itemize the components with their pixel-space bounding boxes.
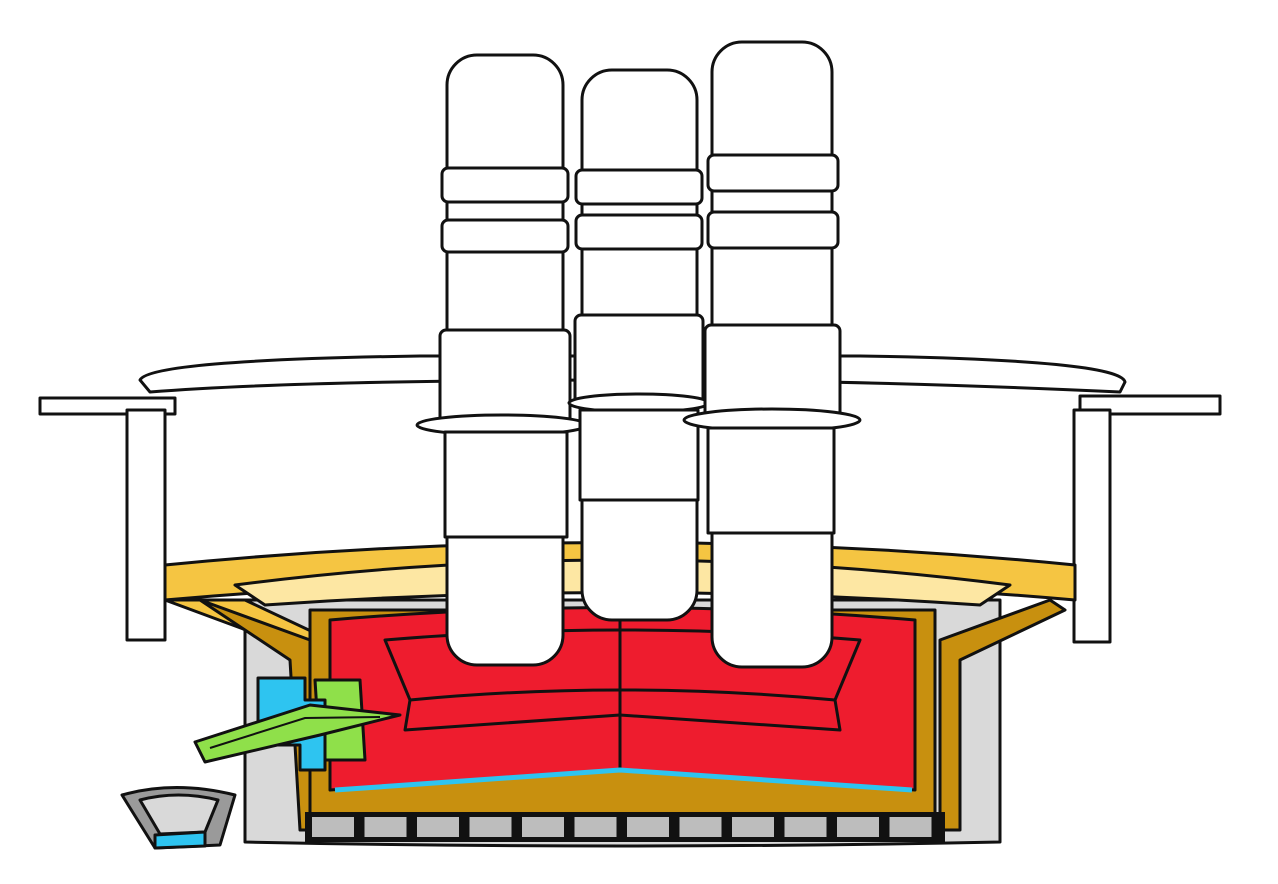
- hearth-brick: [574, 817, 617, 837]
- hearth-brick: [312, 817, 354, 837]
- hearth-brick: [627, 817, 669, 837]
- hearth-brick: [732, 817, 774, 837]
- electrode-left: [415, 53, 589, 667]
- right-support-arm: [1072, 394, 1222, 644]
- hearth-bricks: [305, 812, 945, 842]
- hearth-brick: [469, 817, 512, 837]
- hearth-brick: [837, 817, 879, 837]
- hearth-brick: [889, 817, 932, 837]
- ladle: [120, 786, 237, 850]
- hearth-brick: [417, 817, 459, 837]
- hearth-brick: [364, 817, 407, 837]
- electrode-middle: [567, 68, 711, 622]
- hearth-brick: [522, 817, 564, 837]
- hearth-brick: [679, 817, 722, 837]
- left-support-arm: [38, 396, 177, 642]
- electrode-right: [682, 40, 862, 669]
- hearth-brick: [784, 817, 827, 837]
- tap-hole: [193, 676, 402, 772]
